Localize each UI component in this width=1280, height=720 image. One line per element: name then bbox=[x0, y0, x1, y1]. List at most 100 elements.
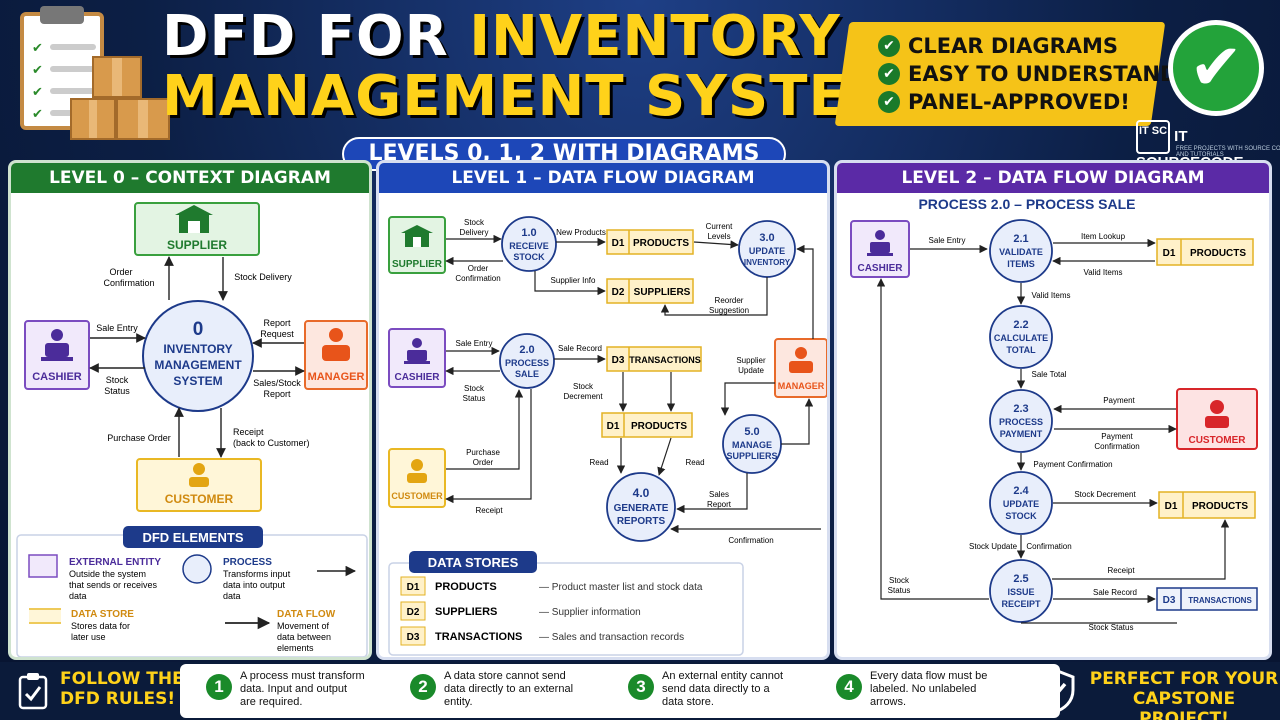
svg-text:PROCESS: PROCESS bbox=[223, 557, 272, 568]
svg-text:Stock: Stock bbox=[464, 384, 485, 393]
svg-text:RECEIVE: RECEIVE bbox=[509, 241, 549, 251]
svg-text:Status: Status bbox=[463, 394, 486, 403]
svg-text:1.0: 1.0 bbox=[521, 227, 536, 239]
level1-diagram: SUPPLIER CASHIER CUSTOMER MANAGER 1.0 RE… bbox=[388, 216, 827, 656]
svg-text:Receipt: Receipt bbox=[475, 506, 503, 515]
svg-text:Sales/Stock: Sales/Stock bbox=[253, 378, 301, 388]
store-d2: D2 SUPPLIERS bbox=[606, 278, 694, 304]
svg-text:later use: later use bbox=[71, 632, 106, 642]
clipboard-check-icon bbox=[18, 672, 48, 717]
svg-text:PRODUCTS: PRODUCTS bbox=[631, 421, 687, 432]
svg-text:Sales: Sales bbox=[709, 490, 729, 499]
svg-text:Supplier Info: Supplier Info bbox=[551, 276, 596, 285]
svg-text:PRODUCTS: PRODUCTS bbox=[435, 581, 497, 593]
svg-text:STOCK: STOCK bbox=[513, 252, 545, 262]
customer-icon bbox=[407, 459, 427, 483]
warehouse-icon bbox=[175, 205, 213, 233]
svg-text:SUPPLIER: SUPPLIER bbox=[392, 259, 443, 270]
svg-text:DATA STORE: DATA STORE bbox=[71, 609, 134, 620]
svg-text:0: 0 bbox=[193, 319, 204, 340]
process-2-1: 2.1 VALIDATE ITEMS bbox=[989, 219, 1053, 283]
level2-panel: LEVEL 2 – DATA FLOW DIAGRAM PROCESS 2.0 … bbox=[834, 160, 1272, 660]
svg-text:Update: Update bbox=[738, 366, 764, 375]
checklist-item: ✔PANEL-APPROVED! bbox=[878, 90, 1130, 114]
level2-subheading: PROCESS 2.0 – PROCESS SALE bbox=[918, 196, 1135, 212]
svg-text:MANAGE: MANAGE bbox=[732, 440, 772, 450]
svg-text:DFD ELEMENTS: DFD ELEMENTS bbox=[142, 530, 243, 545]
svg-text:Suggestion: Suggestion bbox=[709, 306, 749, 315]
svg-text:DATA STORES: DATA STORES bbox=[428, 555, 519, 570]
svg-text:Confirmation: Confirmation bbox=[1094, 442, 1139, 451]
svg-text:TRANSACTIONS: TRANSACTIONS bbox=[1188, 596, 1252, 605]
svg-text:Stock Decrement: Stock Decrement bbox=[1074, 490, 1136, 499]
svg-text:STOCK: STOCK bbox=[1005, 511, 1037, 521]
svg-text:Sale Entry: Sale Entry bbox=[96, 323, 138, 333]
svg-text:D1: D1 bbox=[612, 238, 625, 249]
svg-text:TRANSACTIONS: TRANSACTIONS bbox=[435, 631, 522, 643]
svg-text:that sends or receives: that sends or receives bbox=[69, 580, 158, 590]
big-check-icon: ✔ bbox=[1168, 20, 1264, 116]
svg-text:Payment Confirmation: Payment Confirmation bbox=[1033, 460, 1112, 469]
process-2-3: 2.3 PROCESS PAYMENT bbox=[989, 389, 1053, 453]
check-icon: ✔ bbox=[878, 91, 900, 113]
svg-text:SUPPLIERS: SUPPLIERS bbox=[634, 287, 691, 298]
svg-text:2.5: 2.5 bbox=[1013, 573, 1028, 585]
svg-text:CASHIER: CASHIER bbox=[32, 371, 82, 383]
svg-text:Levels: Levels bbox=[707, 232, 730, 241]
svg-text:Stock Update: Stock Update bbox=[969, 542, 1018, 551]
svg-text:PRODUCTS: PRODUCTS bbox=[1192, 501, 1248, 512]
svg-text:elements: elements bbox=[277, 643, 314, 653]
svg-text:Stores data for: Stores data for bbox=[71, 621, 130, 631]
svg-text:CALCULATE: CALCULATE bbox=[994, 333, 1048, 343]
svg-text:TOTAL: TOTAL bbox=[1006, 345, 1036, 355]
svg-text:2.1: 2.1 bbox=[1013, 233, 1028, 245]
cashier-icon bbox=[41, 329, 73, 361]
svg-text:RECEIPT: RECEIPT bbox=[1001, 599, 1041, 609]
svg-text:Valid Items: Valid Items bbox=[1032, 291, 1071, 300]
svg-text:Status: Status bbox=[104, 386, 130, 396]
svg-text:ITEMS: ITEMS bbox=[1007, 259, 1035, 269]
svg-text:Sale Record: Sale Record bbox=[558, 344, 602, 353]
svg-text:Payment: Payment bbox=[1101, 432, 1133, 441]
svg-text:D2: D2 bbox=[612, 287, 625, 298]
svg-text:INVENTORY: INVENTORY bbox=[163, 342, 232, 356]
svg-text:EXTERNAL ENTITY: EXTERNAL ENTITY bbox=[69, 557, 161, 568]
svg-text:CUSTOMER: CUSTOMER bbox=[391, 491, 443, 501]
external-entity-symbol bbox=[28, 554, 58, 578]
svg-text:SYSTEM: SYSTEM bbox=[173, 374, 222, 388]
process-2-2: 2.2 CALCULATE TOTAL bbox=[989, 305, 1053, 369]
svg-text:Confirmation: Confirmation bbox=[1026, 542, 1071, 551]
level2-diagram: PROCESS 2.0 – PROCESS SALE CASHIER CUSTO… bbox=[850, 196, 1258, 632]
page-title-line2: MANAGEMENT SYSTEM bbox=[162, 64, 905, 129]
svg-text:Order: Order bbox=[468, 264, 489, 273]
svg-text:MANAGER: MANAGER bbox=[778, 381, 825, 391]
svg-text:Order: Order bbox=[109, 267, 132, 277]
svg-text:D2: D2 bbox=[407, 607, 420, 618]
svg-text:SALE: SALE bbox=[515, 369, 539, 379]
svg-text:Purchase: Purchase bbox=[466, 448, 500, 457]
svg-text:TRANSACTIONS: TRANSACTIONS bbox=[629, 355, 701, 365]
svg-text:Payment: Payment bbox=[1103, 396, 1135, 405]
svg-text:New Products: New Products bbox=[556, 228, 606, 237]
check-icon: ✔ bbox=[878, 63, 900, 85]
svg-text:Sale Entry: Sale Entry bbox=[456, 339, 493, 348]
process-symbol bbox=[182, 554, 212, 584]
svg-text:CUSTOMER: CUSTOMER bbox=[1188, 435, 1246, 446]
svg-text:2.0: 2.0 bbox=[519, 344, 534, 356]
level0-panel: LEVEL 0 – CONTEXT DIAGRAM SUPPLIER 0 INV… bbox=[8, 160, 372, 660]
data-stores-legend bbox=[388, 562, 744, 656]
store-legend-row: D2 SUPPLIERS— Supplier information bbox=[400, 601, 641, 621]
data-store-symbol bbox=[29, 610, 61, 622]
svg-text:SUPPLIERS: SUPPLIERS bbox=[726, 451, 777, 461]
store-legend-row: D3 TRANSACTIONS— Sales and transaction r… bbox=[400, 626, 684, 646]
svg-text:REPORTS: REPORTS bbox=[617, 516, 666, 527]
svg-text:Reorder: Reorder bbox=[715, 296, 744, 305]
svg-text:Confirmation: Confirmation bbox=[455, 274, 500, 283]
store-legend-row: D1 PRODUCTS— Product master list and sto… bbox=[400, 576, 703, 596]
svg-text:Sale Entry: Sale Entry bbox=[929, 236, 966, 245]
